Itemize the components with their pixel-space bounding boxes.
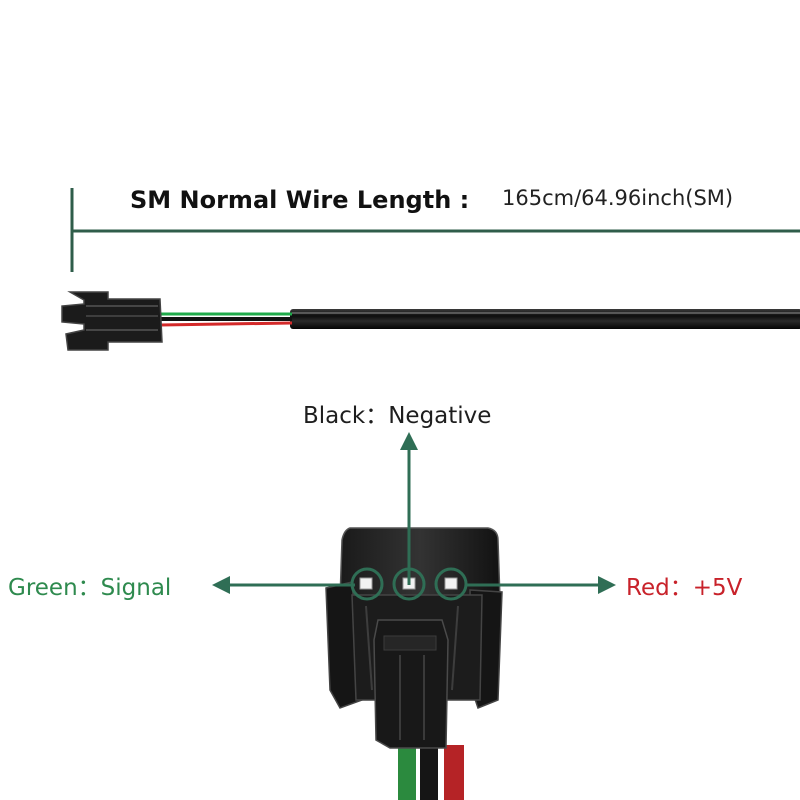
wire-length-title: SM Normal Wire Length : [130, 186, 470, 214]
arrow-right-icon [598, 576, 616, 594]
pin-label-black: Black：Negative [303, 403, 492, 429]
pin-hole-icon [392, 567, 426, 601]
pin-label-green: Green：Signal [8, 575, 172, 601]
small-connector-cable [61, 291, 800, 351]
pin-pointers [212, 432, 616, 601]
pin-hole-icon [350, 567, 384, 601]
wire-length-value: 165cm/64.96inch(SM) [502, 186, 734, 210]
pin-hole-icon [434, 567, 468, 601]
dimension-line [70, 188, 800, 272]
connector-image [325, 527, 503, 800]
arrow-up-icon [400, 432, 418, 450]
pin-label-red: Red：+5V [626, 575, 743, 601]
arrow-left-icon [212, 576, 230, 594]
